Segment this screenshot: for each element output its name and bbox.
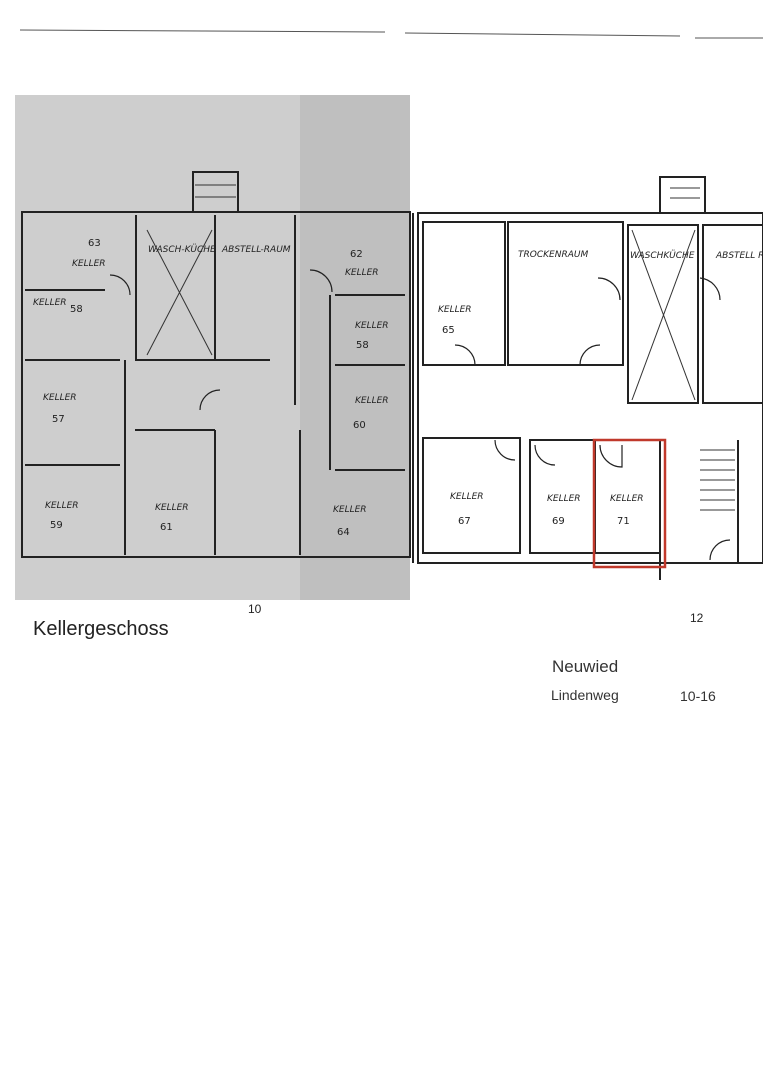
plan-title: Kellergeschoss [33,618,169,640]
room-label: KELLER [45,501,79,511]
room-label: WASCHKÜCHE [630,250,695,261]
room-label: KELLER [33,298,67,308]
entrance-label-12: 12 [690,611,704,625]
room-number: 58 [70,304,83,315]
room-label: KELLER [438,305,472,315]
room-labels: 63 KELLER KELLER 58 KELLER 57 KELLER 59 … [33,238,763,538]
room-number: 65 [442,325,455,336]
room-label: ABSTELL RAUM [715,251,763,261]
staircases [195,184,735,511]
room-number: 62 [350,249,363,260]
room-number: 60 [353,420,366,431]
room-number: 61 [160,522,173,533]
room-label: TROCKENRAUM [518,250,588,260]
room-number: 58 [356,340,369,351]
room-label: KELLER [333,505,367,515]
scan-edge-lines [19,29,763,39]
room-number: 67 [458,516,471,527]
entrance-label-10: 10 [248,602,262,616]
room-number: 69 [552,516,565,527]
city: Neuwied [552,657,619,676]
room-label: KELLER [345,268,379,278]
room-number: 57 [52,414,65,425]
room-label: KELLER [547,494,581,504]
street: Lindenweg [551,687,619,703]
room-label: KELLER [450,492,484,502]
room-number: 71 [617,516,630,527]
room-label: KELLER [155,503,189,513]
room-label: KELLER [355,321,389,331]
walls [21,171,763,580]
room-label: KELLER [610,494,644,504]
room-label: KELLER [72,259,106,269]
room-label: WASCH-KÜCHE [148,244,216,255]
highlighted-cellar-71[interactable] [592,438,667,569]
laundry-crosses [146,229,696,401]
room-number: 63 [88,238,101,249]
room-label: ABSTELL-RAUM [221,245,291,255]
room-number: 64 [337,527,350,538]
doors [109,269,731,561]
house-numbers: 10-16 [680,688,716,704]
room-number: 59 [50,520,63,531]
scan-noise-area [15,95,410,600]
room-label: KELLER [355,396,389,406]
room-label: KELLER [43,393,77,403]
